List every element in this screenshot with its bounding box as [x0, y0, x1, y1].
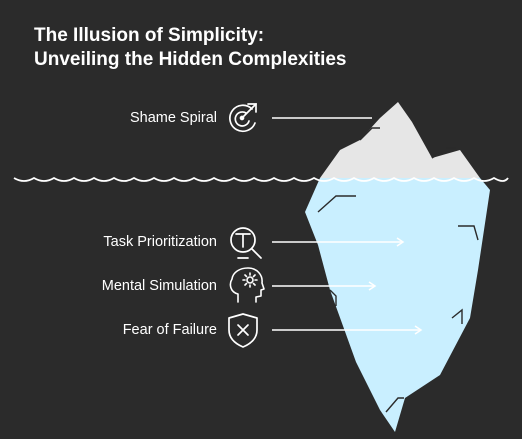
title-line-2: Unveiling the Hidden Complexities	[34, 49, 347, 70]
tip-crevice	[431, 147, 456, 159]
title-line-1: The Illusion of Simplicity:	[34, 25, 265, 46]
diagram-title: The Illusion of Simplicity: Unveiling th…	[34, 24, 347, 72]
underwater-crevice	[458, 225, 479, 241]
connector-mental-simulation	[272, 281, 377, 291]
typography-search-icon	[230, 227, 262, 259]
waterline	[13, 176, 509, 182]
tip-crevice	[359, 127, 380, 141]
underwater-crevice	[317, 195, 356, 213]
underwater-crevice	[451, 308, 463, 324]
iceberg-underwater	[305, 178, 490, 432]
connector-task-prioritization	[272, 237, 405, 247]
label-mental-simulation: Mental Simulation	[101, 278, 217, 294]
label-fear-of-failure: Fear of Failure	[122, 322, 217, 338]
shield-x-icon	[228, 313, 258, 348]
underwater-crevice	[329, 289, 337, 306]
label-shame-spiral: Shame Spiral	[129, 110, 217, 126]
connector-fear-of-failure	[272, 325, 423, 335]
target-arrow-icon	[229, 103, 257, 133]
label-task-prioritization: Task Prioritization	[103, 234, 217, 250]
head-gear-icon	[229, 267, 265, 303]
underwater-crevice	[385, 397, 404, 413]
iceberg-tip	[320, 102, 480, 178]
